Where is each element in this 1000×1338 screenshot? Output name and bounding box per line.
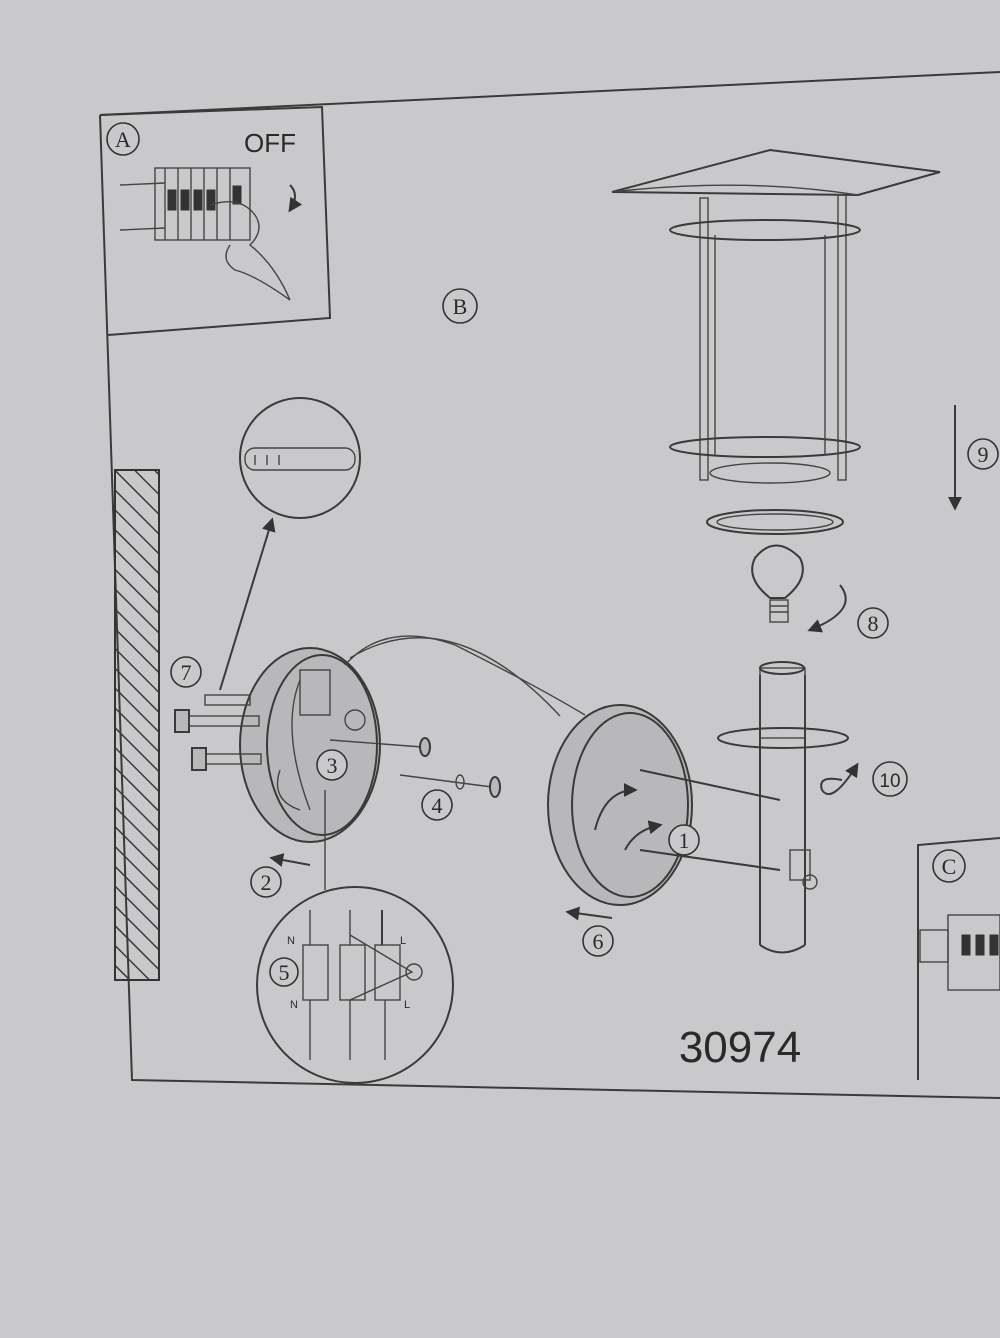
- step-badge-4: 4: [421, 789, 453, 821]
- panel-c-letter: C: [942, 854, 957, 879]
- wire-label-l-bottom: L: [404, 999, 410, 1011]
- step-badge-3: 3: [316, 749, 348, 781]
- svg-text:4: 4: [432, 793, 443, 818]
- panel-a: A OFF: [99, 105, 332, 336]
- wall-hatch: [114, 469, 160, 981]
- step-badge-1: 1: [668, 824, 700, 856]
- power-cable: [344, 635, 586, 716]
- mounting-plate: [239, 647, 381, 843]
- bolt-lower: [191, 747, 262, 771]
- breaker-panel-icon: [119, 167, 303, 301]
- step-badge-7: 7: [170, 656, 202, 688]
- wall-plug-detail-circle: [239, 397, 361, 519]
- step-badge-10: 10: [872, 761, 908, 797]
- svg-text:3: 3: [327, 753, 338, 778]
- arrow-left-icon: [565, 906, 613, 921]
- svg-text:8: 8: [868, 611, 879, 636]
- wire-label-n-top: N: [287, 935, 295, 947]
- step-badge-9: 9: [967, 438, 999, 470]
- svg-text:6: 6: [593, 929, 604, 954]
- svg-text:10: 10: [879, 771, 900, 792]
- panel-b-badge: [442, 288, 478, 324]
- wire-label-l-top: L: [400, 935, 406, 947]
- screw-inner: [329, 737, 431, 757]
- panel-c-badge: [932, 849, 966, 883]
- model-number: 30974: [679, 1023, 801, 1072]
- panel-b-letter: B: [453, 294, 468, 319]
- off-label: OFF: [244, 128, 296, 158]
- lamp-body: [547, 661, 859, 954]
- svg-text:7: 7: [181, 660, 192, 685]
- svg-text:5: 5: [279, 960, 290, 985]
- bolt-upper: [174, 709, 260, 733]
- svg-text:9: 9: [978, 442, 989, 467]
- step-badge-6: 6: [582, 925, 614, 957]
- lantern-hood: [611, 148, 941, 484]
- step-badge-8: 8: [857, 607, 889, 639]
- wall-plug: [204, 694, 251, 706]
- wiring-detail-circle: N L N L: [256, 790, 454, 1084]
- arrow-left-icon: [269, 853, 311, 867]
- panel-a-badge: [106, 122, 140, 156]
- gasket-ring: [706, 509, 844, 535]
- step-badge-5: 5: [269, 957, 299, 987]
- wire-label-n-bottom: N: [290, 999, 298, 1011]
- step-badge-2: 2: [250, 866, 282, 898]
- panel-a-letter: A: [115, 127, 131, 152]
- svg-text:1: 1: [679, 828, 690, 853]
- main-frame: [99, 71, 1000, 1099]
- light-bulb-icon: [751, 544, 847, 633]
- screw-long: [399, 774, 501, 798]
- svg-text:2: 2: [261, 870, 272, 895]
- panel-c: C: [917, 837, 1000, 1080]
